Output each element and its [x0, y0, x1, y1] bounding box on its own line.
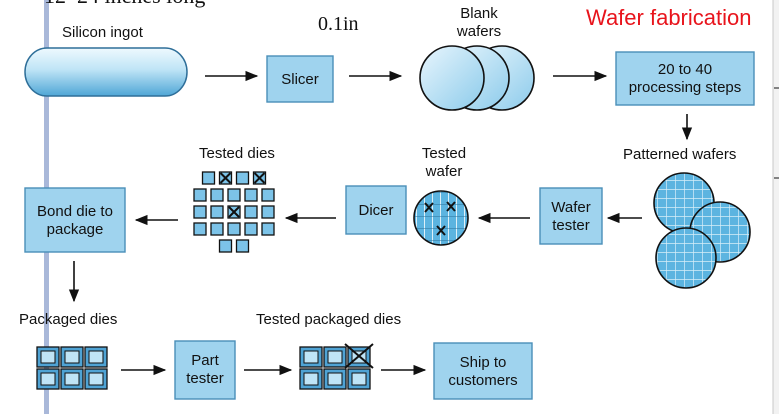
- wafer-tester-label-line-2: tester: [552, 217, 590, 234]
- ship-to-customers-label-line-1: Ship to: [460, 354, 507, 371]
- die-failed-mark: [253, 172, 266, 184]
- tested-dies-label: Tested dies: [199, 145, 275, 162]
- die: [210, 188, 224, 202]
- packaged-dies-label: Packaged dies: [19, 311, 117, 328]
- blank-wafers-label-line-1: Blank: [460, 5, 498, 22]
- package-die: [303, 350, 319, 364]
- die: [227, 222, 241, 236]
- packaged-dies: [36, 346, 108, 390]
- ship-to-customers-label-line-2: customers: [448, 372, 517, 389]
- bond-die-label-line-2: package: [47, 221, 104, 238]
- die-failed-mark: [219, 172, 232, 184]
- right-edge-panel: [773, 0, 779, 414]
- processing-steps-label-line-1: 20 to 40: [658, 61, 712, 78]
- die: [193, 188, 207, 202]
- patterned-wafers: [653, 172, 751, 289]
- die: [261, 188, 275, 202]
- package-die: [40, 350, 56, 364]
- package-die: [64, 372, 80, 386]
- die-failed-mark: [228, 206, 240, 218]
- tested-packaged-dies: [299, 343, 374, 390]
- die: [193, 222, 207, 236]
- clipped-top-text: 12–24 inches long: [44, 0, 205, 8]
- package-die: [88, 350, 104, 364]
- package-die: [88, 372, 104, 386]
- die: [244, 222, 258, 236]
- wafer-tester-box: [539, 187, 603, 245]
- patterned-wafer-3: [656, 228, 716, 288]
- blank-wafers: [419, 45, 535, 111]
- slicer-label: Slicer: [281, 71, 319, 88]
- package-die: [327, 372, 343, 386]
- tested-wafer-rim: [413, 190, 469, 246]
- patterned-wafer-3-rim: [655, 227, 717, 289]
- part-tester-label-line-1: Part: [191, 352, 219, 369]
- die: [261, 205, 275, 219]
- part-tester-box: [174, 340, 236, 400]
- bond-die-box: [24, 187, 126, 253]
- slicer-box: [266, 55, 334, 103]
- die: [227, 188, 241, 202]
- processing-steps-box: [615, 51, 755, 106]
- ship-to-customers-box: [433, 342, 533, 400]
- die: [193, 205, 207, 219]
- processing-steps-label-line-2: processing steps: [629, 79, 742, 96]
- tested-packaged-dies-label: Tested packaged dies: [256, 311, 401, 328]
- wafer-fabrication-title: Wafer fabrication: [586, 5, 751, 30]
- tested-wafer: [413, 190, 469, 246]
- die: [210, 205, 224, 219]
- dicer-label: Dicer: [358, 202, 393, 219]
- die: [261, 222, 275, 236]
- dicer-box: [345, 185, 407, 235]
- die: [201, 171, 216, 185]
- tested-wafer-failed-marks: [424, 201, 456, 236]
- package-die: [64, 350, 80, 364]
- bond-die-label-line-1: Bond die to: [37, 203, 113, 220]
- tested-dies-grid: [193, 171, 275, 253]
- package-die: [40, 372, 56, 386]
- slice-thickness-label: 0.1in: [318, 13, 359, 35]
- die: [244, 188, 258, 202]
- die: [210, 222, 224, 236]
- part-tester-label-line-2: tester: [186, 370, 224, 387]
- tested-wafer-label-line-2: wafer: [425, 163, 463, 180]
- wafer-tester-label-line-1: Wafer: [551, 199, 590, 216]
- blank-wafer-1: [419, 45, 485, 111]
- patterned-wafers-label: Patterned wafers: [623, 146, 736, 163]
- tested-wafer-label-line-1: Tested: [422, 145, 466, 162]
- package-die: [327, 350, 343, 364]
- package-die: [303, 372, 319, 386]
- package-die: [351, 372, 367, 386]
- blank-wafers-label-line-2: wafers: [456, 23, 501, 40]
- silicon-ingot: [24, 47, 188, 97]
- die: [218, 239, 233, 253]
- die: [235, 239, 250, 253]
- die: [235, 171, 250, 185]
- die: [244, 205, 258, 219]
- package-failed-mark: [344, 343, 374, 369]
- silicon-ingot-label: Silicon ingot: [62, 24, 144, 41]
